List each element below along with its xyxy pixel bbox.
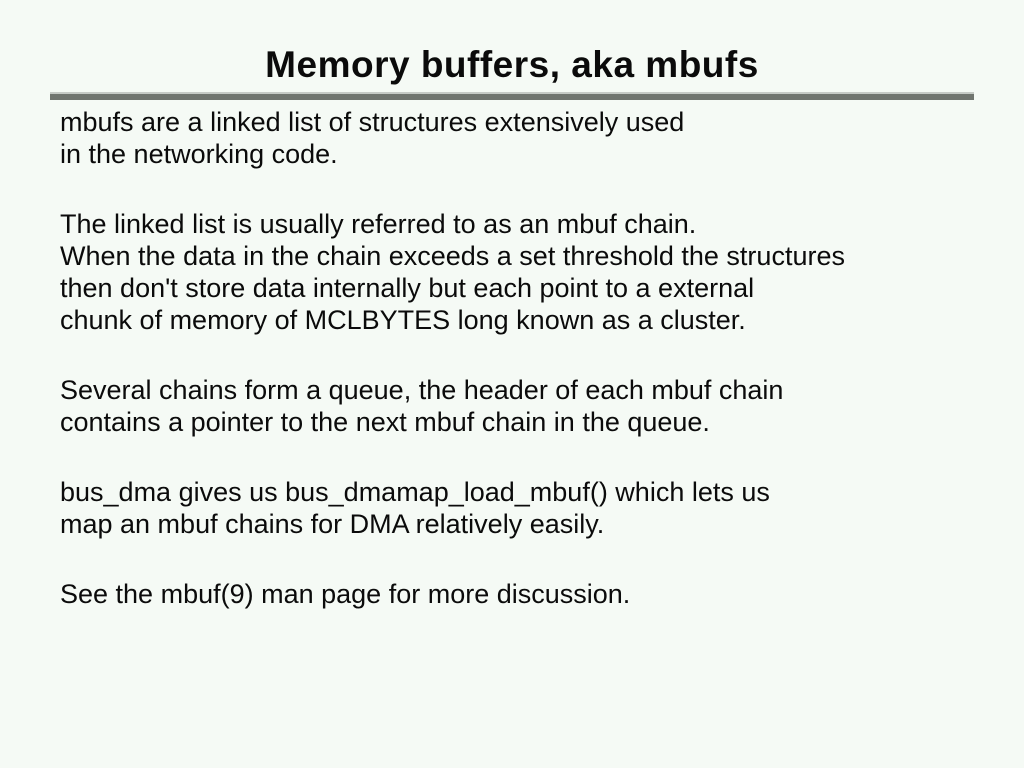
paragraph: See the mbuf(9) man page for more discus… xyxy=(60,578,1024,610)
body-line: then don't store data internally but eac… xyxy=(60,273,755,303)
body-line: The linked list is usually referred to a… xyxy=(60,209,697,239)
paragraph: mbufs are a linked list of structures ex… xyxy=(60,106,1024,170)
body-line: map an mbuf chains for DMA relatively ea… xyxy=(60,509,605,539)
body-line: bus_dma gives us bus_dmamap_load_mbuf() … xyxy=(60,477,770,507)
slide-body: mbufs are a linked list of structures ex… xyxy=(60,106,1024,610)
body-line: mbufs are a linked list of structures ex… xyxy=(60,107,685,137)
title-divider xyxy=(50,92,974,100)
body-line: When the data in the chain exceeds a set… xyxy=(60,241,845,271)
body-line: See the mbuf(9) man page for more discus… xyxy=(60,579,631,609)
paragraph: bus_dma gives us bus_dmamap_load_mbuf() … xyxy=(60,476,1024,540)
slide-title: Memory buffers, aka mbufs xyxy=(265,44,759,85)
paragraph: Several chains form a queue, the header … xyxy=(60,374,1024,438)
paragraph: The linked list is usually referred to a… xyxy=(60,208,1024,336)
body-line: contains a pointer to the next mbuf chai… xyxy=(60,407,710,437)
body-line: chunk of memory of MCLBYTES long known a… xyxy=(60,305,746,335)
body-line: Several chains form a queue, the header … xyxy=(60,375,784,405)
body-line: in the networking code. xyxy=(60,139,338,169)
